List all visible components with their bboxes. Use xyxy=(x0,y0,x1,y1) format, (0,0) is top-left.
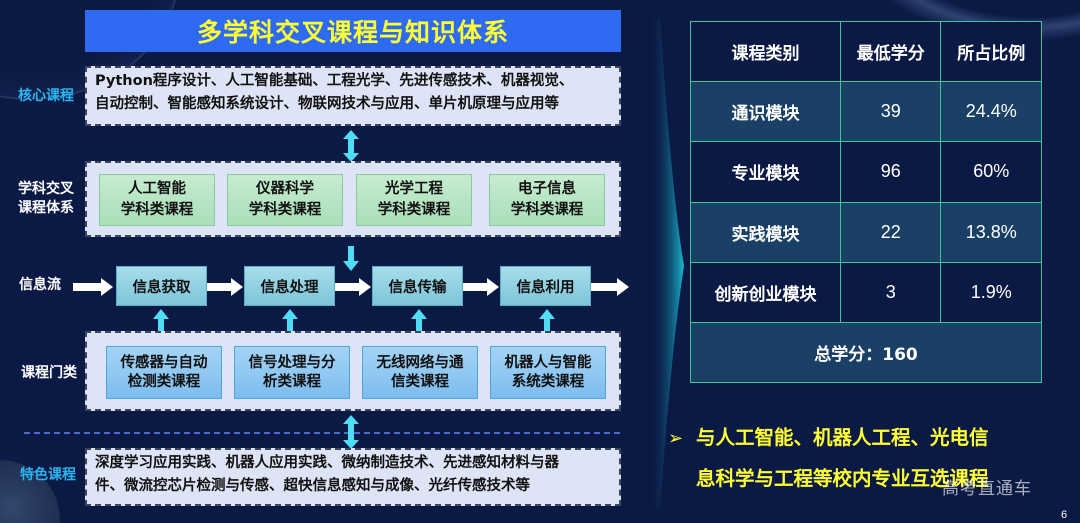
discipline-box-optics: 光学工程学科类课程 xyxy=(356,174,472,226)
table-row: 通识模块 39 24.4% xyxy=(690,80,1042,143)
table-cell-credits: 22 xyxy=(839,201,942,263)
bidirectional-arrow-icon xyxy=(343,130,359,162)
up-arrow-icon xyxy=(539,309,555,340)
note-line1: 与人工智能、机器人工程、光电信 xyxy=(696,426,989,449)
discipline-title: 仪器科学 xyxy=(256,181,314,197)
table-cell-ratio: 60% xyxy=(940,141,1042,203)
table-header-credits: 最低学分 xyxy=(839,21,942,82)
credit-table: 课程类别 最低学分 所占比例 通识模块 39 24.4% 专业模块 96 60%… xyxy=(690,21,1042,383)
info-flow-label: 信息流 xyxy=(19,277,61,293)
slide-title: 多学科交叉课程与知识体系 xyxy=(196,18,509,47)
bidirectional-arrow-icon xyxy=(343,415,359,449)
category-box-sensors: 传感器与自动检测类课程 xyxy=(106,346,222,399)
category-subtitle: 检测类课程 xyxy=(127,373,201,390)
table-row: 专业模块 96 60% xyxy=(690,141,1042,203)
cross-discipline-label-line1: 学科交叉 xyxy=(18,181,74,197)
core-courses-label: 核心课程 xyxy=(18,88,74,104)
category-title: 无线网络与通 xyxy=(376,354,464,371)
core-courses-text-line1: Python程序设计、人工智能基础、工程光学、先进传感技术、机器视觉、 xyxy=(95,73,574,89)
featured-courses-text-line1: 深度学习应用实践、机器人应用实践、微纳制造技术、先进感知材料与器 xyxy=(95,455,559,471)
table-row: 实践模块 22 13.8% xyxy=(690,201,1042,263)
category-subtitle: 信类课程 xyxy=(391,373,449,390)
info-step-process: 信息处理 xyxy=(244,266,335,306)
featured-courses-box: 深度学习应用实践、机器人应用实践、微纳制造技术、先进感知材料与器 件、微流控芯片… xyxy=(85,448,621,506)
cross-discipline-label: 学科交叉 课程体系 xyxy=(8,180,84,218)
table-total-credits: 总学分：160 xyxy=(690,322,1042,383)
section-divider xyxy=(24,432,620,434)
core-courses-box: Python程序设计、人工智能基础、工程光学、先进传感技术、机器视觉、 自动控制… xyxy=(85,66,621,126)
table-cell-category: 创新创业模块 xyxy=(690,261,841,324)
discipline-subtitle: 学科类课程 xyxy=(248,202,322,218)
note-line2: 息科学与工程等校内专业互选课程 xyxy=(696,467,989,490)
table-cell-credits: 96 xyxy=(839,141,942,203)
featured-courses-label: 特色课程 xyxy=(20,467,76,483)
chevron-arrow-icon xyxy=(650,18,684,508)
down-arrow-icon xyxy=(343,246,359,271)
table-cell-ratio: 24.4% xyxy=(940,80,1042,143)
category-box-signal: 信号处理与分析类课程 xyxy=(234,346,350,399)
discipline-subtitle: 学科类课程 xyxy=(120,202,194,218)
info-step-transmit: 信息传输 xyxy=(372,266,463,306)
cross-discipline-label-line2: 课程体系 xyxy=(18,200,74,216)
table-total-row: 总学分：160 xyxy=(690,322,1042,383)
table-cell-ratio: 13.8% xyxy=(940,201,1042,263)
table-cell-credits: 39 xyxy=(839,80,942,143)
discipline-title: 人工智能 xyxy=(128,181,186,197)
right-arrow-icon xyxy=(73,278,113,296)
table-header-category: 课程类别 xyxy=(690,21,841,82)
discipline-title: 电子信息 xyxy=(518,181,576,197)
table-cell-ratio: 1.9% xyxy=(940,261,1042,324)
right-arrow-icon xyxy=(335,278,371,296)
course-categories-label: 课程门类 xyxy=(21,365,77,381)
page-number: 6 xyxy=(1061,509,1068,521)
discipline-subtitle: 学科类课程 xyxy=(510,202,584,218)
category-title: 信号处理与分 xyxy=(248,354,336,371)
info-step-acquire: 信息获取 xyxy=(116,266,207,306)
core-courses-text-line2: 自动控制、智能感知系统设计、物联网技术与应用、单片机原理与应用等 xyxy=(95,96,559,112)
arrow-bullet-icon: ➢ xyxy=(668,428,684,449)
right-arrow-icon xyxy=(207,278,243,296)
category-box-wireless: 无线网络与通信类课程 xyxy=(362,346,478,399)
discipline-title: 光学工程 xyxy=(385,181,443,197)
category-subtitle: 析类课程 xyxy=(263,373,321,390)
discipline-box-instrument: 仪器科学学科类课程 xyxy=(227,174,343,226)
elective-note: ➢ 与人工智能、机器人工程、光电信 息科学与工程等校内专业互选课程 xyxy=(668,418,1068,499)
table-cell-category: 通识模块 xyxy=(690,80,841,143)
category-title: 传感器与自动 xyxy=(120,354,208,371)
discipline-subtitle: 学科类课程 xyxy=(377,202,451,218)
watermark: 高考直通车 xyxy=(942,479,1032,499)
discipline-box-ai: 人工智能学科类课程 xyxy=(99,174,215,226)
up-arrow-icon xyxy=(153,309,169,340)
table-header-ratio: 所占比例 xyxy=(940,21,1042,82)
table-cell-category: 专业模块 xyxy=(690,141,841,203)
up-arrow-icon xyxy=(411,309,427,340)
category-box-robotics: 机器人与智能系统类课程 xyxy=(490,346,606,399)
table-cell-category: 实践模块 xyxy=(690,201,841,263)
table-cell-credits: 3 xyxy=(839,261,942,324)
featured-courses-text-line2: 件、微流控芯片检测与传感、超快信息感知与成像、光纤传感技术等 xyxy=(95,478,530,494)
up-arrow-icon xyxy=(282,309,298,340)
right-arrow-icon xyxy=(591,278,629,296)
right-arrow-icon xyxy=(463,278,499,296)
table-row: 创新创业模块 3 1.9% xyxy=(690,261,1042,324)
category-subtitle: 系统类课程 xyxy=(511,373,585,390)
category-title: 机器人与智能 xyxy=(504,354,592,371)
discipline-box-electronics: 电子信息学科类课程 xyxy=(489,174,605,226)
slide-title-bar: 多学科交叉课程与知识体系 xyxy=(85,10,621,52)
info-step-utilize: 信息利用 xyxy=(500,266,591,306)
